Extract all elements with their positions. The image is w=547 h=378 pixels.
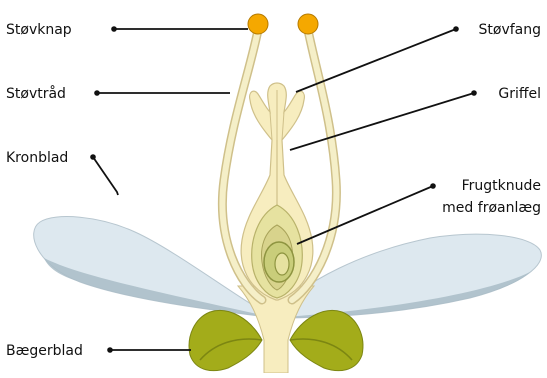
dot-frugtknude — [430, 183, 436, 189]
label-stovfang: Støvfang — [479, 22, 542, 38]
sepal-left — [189, 310, 262, 370]
leader-frugtknude — [297, 186, 433, 244]
label-frugtknude-line1: Frugtknude — [462, 178, 541, 194]
label-frugtknude-line2: med frøanlæg — [442, 200, 541, 216]
dot-griffel — [471, 90, 477, 96]
sepal-right — [290, 310, 363, 370]
label-stovknap: Støvknap — [6, 22, 72, 38]
dot-stovknap — [111, 26, 117, 32]
dot-stovfang — [453, 26, 459, 32]
label-stovtraad: Støvtråd — [6, 85, 66, 102]
label-kronblad: Kronblad — [6, 150, 68, 166]
leader-griffel — [290, 93, 474, 150]
anther-right — [298, 14, 318, 34]
dot-stovtraad — [94, 90, 100, 96]
label-griffel: Griffel — [498, 86, 541, 102]
dot-baegerblad — [107, 347, 113, 353]
label-baegerblad: Bægerblad — [6, 343, 83, 359]
leader-stovfang — [296, 29, 456, 92]
ovule-core — [275, 253, 289, 275]
anther-left — [248, 14, 268, 34]
dot-kronblad — [90, 154, 96, 160]
leader-kronblad — [93, 157, 118, 195]
